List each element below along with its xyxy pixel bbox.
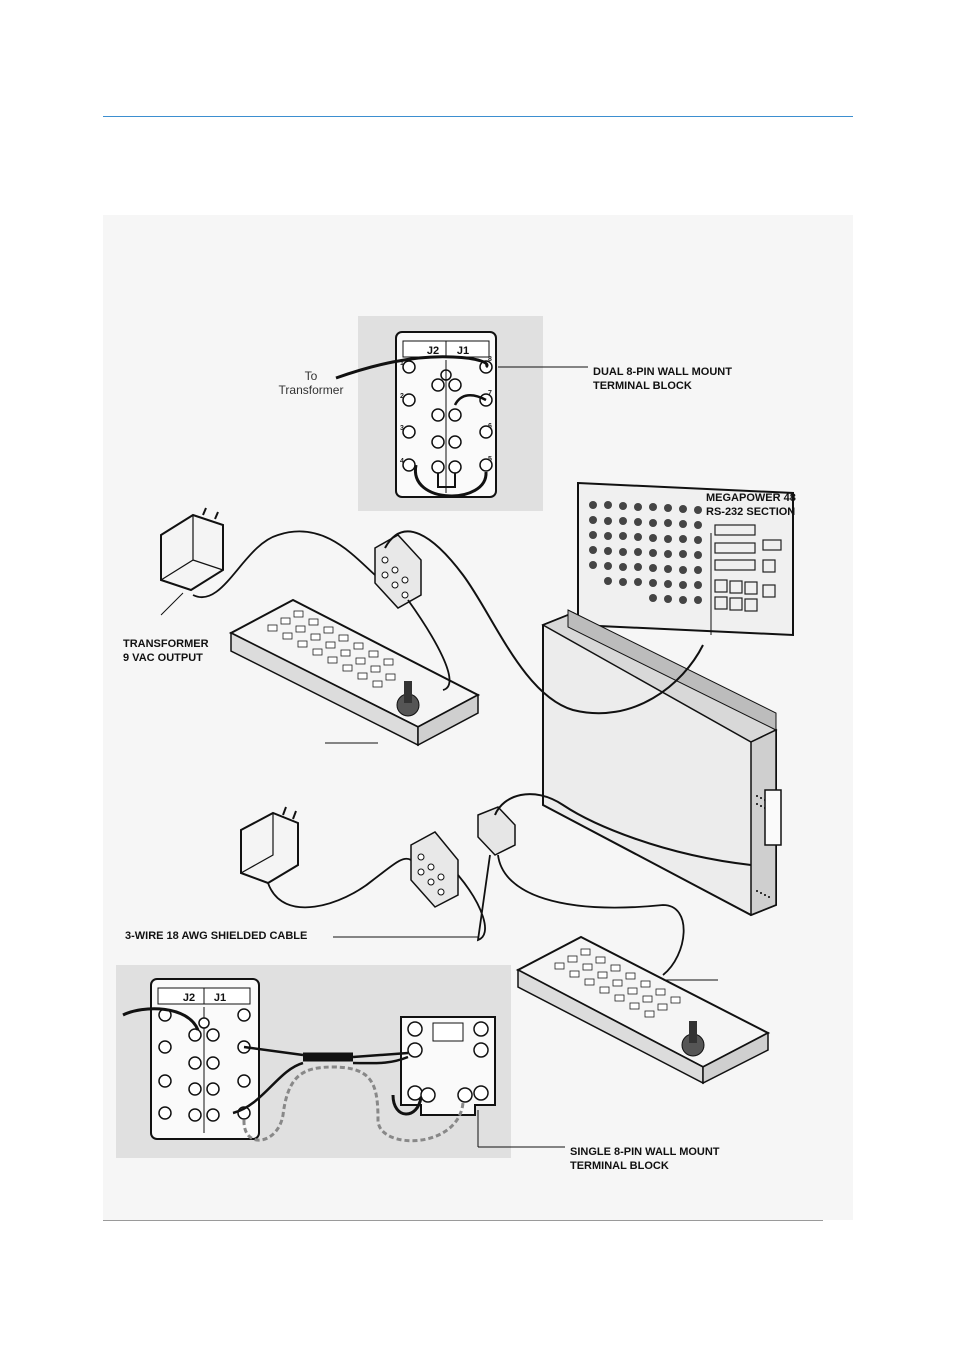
shielded-cable xyxy=(457,854,491,942)
header-rule xyxy=(103,116,853,117)
svg-text:4: 4 xyxy=(400,458,404,465)
lower-junction-block xyxy=(410,831,459,908)
transformer-label-2: 9 VAC OUTPUT xyxy=(123,652,203,664)
svg-text:8: 8 xyxy=(488,356,492,363)
bottom-j1-label: J1 xyxy=(214,992,226,1004)
to-transformer-label-2: Transformer xyxy=(279,383,344,397)
svg-text:1: 1 xyxy=(400,360,404,367)
footer-rule xyxy=(103,1220,823,1221)
dual-block-detail-panel: J2 J1 1 2 3 4 8 7 6 5 xyxy=(335,316,588,511)
upper-keyboard-cable xyxy=(407,599,451,691)
lower-keyboard xyxy=(515,935,771,1085)
dual-block-label-1: DUAL 8-PIN WALL MOUNT xyxy=(593,366,732,378)
svg-text:6: 6 xyxy=(488,423,492,430)
dual-block-label-2: TERMINAL BLOCK xyxy=(593,380,692,392)
lower-keyboard-cable xyxy=(497,854,685,976)
lower-rs232-cable xyxy=(494,793,752,866)
transformer-label-1: TRANSFORMER xyxy=(123,638,209,650)
upper-keyboard xyxy=(228,598,481,747)
upper-rs232-cable xyxy=(384,530,704,715)
upper-power-cable xyxy=(192,530,376,599)
lower-transformer xyxy=(240,806,299,885)
lower-power-cable xyxy=(267,857,412,909)
wiring-diagram-svg: J2 J1 1 2 3 4 8 7 6 5 To Transformer DUAL 8-PI… xyxy=(103,215,853,1220)
upper-junction-block xyxy=(374,534,422,609)
bottom-j2-label: J2 xyxy=(183,992,195,1004)
megapower-label-2: RS-232 SECTION xyxy=(706,506,795,518)
svg-text:3: 3 xyxy=(400,425,404,432)
svg-text:7: 7 xyxy=(488,390,492,397)
cable-label: 3-WIRE 18 AWG SHIELDED CABLE xyxy=(125,930,307,942)
svg-text:2: 2 xyxy=(400,393,404,400)
wiring-diagram: J2 J1 1 2 3 4 8 7 6 5 To Transformer DUAL 8-PI… xyxy=(103,215,853,1220)
single-block-label-2: TERMINAL BLOCK xyxy=(570,1160,669,1172)
single-block-label-1: SINGLE 8-PIN WALL MOUNT xyxy=(570,1146,720,1158)
dual-j2-label: J2 xyxy=(427,345,439,357)
bottom-detail-panel: J2 J1 xyxy=(116,965,565,1158)
megapower-label-1: MEGAPOWER 48 xyxy=(706,492,796,504)
lower-connector xyxy=(477,806,516,856)
svg-text:5: 5 xyxy=(488,456,492,463)
megapower-chassis xyxy=(541,481,794,917)
dual-j1-label: J1 xyxy=(457,345,469,357)
to-transformer-label-1: To xyxy=(305,369,318,383)
upper-transformer xyxy=(160,507,224,616)
